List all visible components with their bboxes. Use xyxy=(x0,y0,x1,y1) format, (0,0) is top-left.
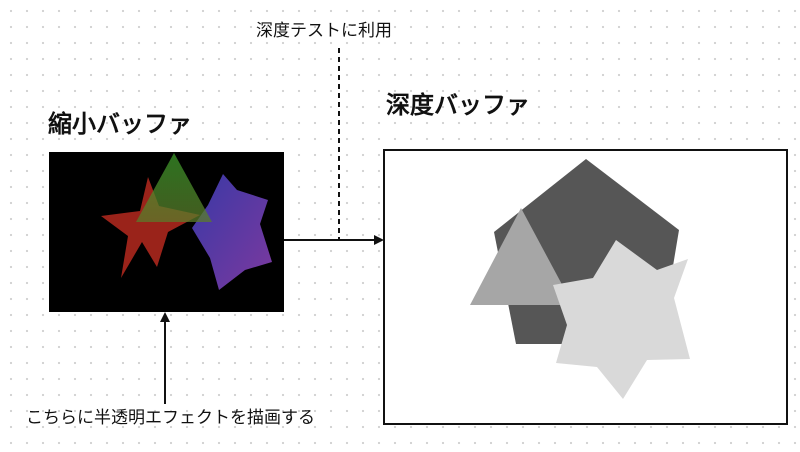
depth-buffer-title: 深度バッファ xyxy=(386,91,530,119)
small-buffer-title: 縮小バッファ xyxy=(48,110,192,138)
small-buffer-panel xyxy=(49,152,284,312)
depth-test-note: 深度テストに利用 xyxy=(256,21,392,41)
buffer-connector-arrow xyxy=(284,235,384,245)
draw-effect-note: こちらに半透明エフェクトを描画する xyxy=(26,408,315,428)
depth-star-shape xyxy=(553,240,690,399)
depth-triangle-shape xyxy=(470,208,573,305)
depth-buffer-panel xyxy=(383,149,788,425)
green-triangle-shape xyxy=(136,153,212,222)
red-star-shape xyxy=(101,177,200,278)
draw-note-arrow xyxy=(160,312,170,404)
connector-arrowhead xyxy=(374,235,384,245)
draw-note-arrowhead xyxy=(160,312,170,322)
purple-star-shape xyxy=(192,174,272,290)
